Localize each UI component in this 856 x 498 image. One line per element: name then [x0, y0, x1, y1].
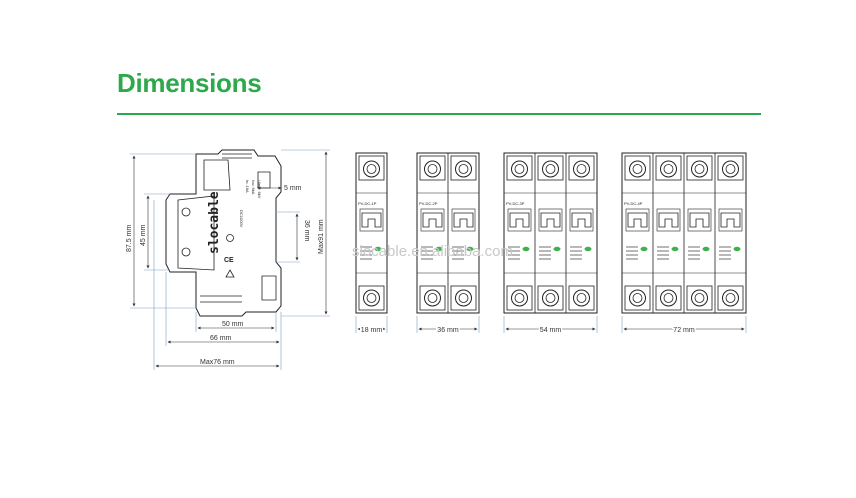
status-indicator: [640, 246, 648, 252]
status-indicator: [435, 246, 443, 252]
spec-line-4: Uimp: 6kV: [257, 180, 262, 199]
dim-width-3p: 54 mm: [540, 327, 562, 334]
cb-mark-icon: [226, 234, 234, 242]
dim-width-66: 66 mm: [210, 335, 232, 342]
terminal-screw-icon: [722, 289, 739, 307]
model-label: PV-DC-2P: [419, 201, 438, 206]
toggle-handle: [720, 212, 741, 228]
model-label: PV-DC-3P: [506, 201, 525, 206]
terminal-screw-icon: [629, 160, 646, 178]
terminal-screw-icon: [629, 289, 646, 307]
side-view: slocable DC1000V In: 16A Icu: 6kA Uimp: …: [126, 149, 330, 370]
dim-height-inner: 45 mm: [140, 224, 147, 246]
title-divider: [117, 113, 761, 115]
status-indicator: [374, 246, 382, 252]
warning-icon: [225, 269, 235, 278]
dim-width-1p: 18 mm: [361, 327, 383, 334]
toggle-handle: [453, 212, 474, 228]
toggle-handle: [627, 212, 648, 228]
status-indicator: [702, 246, 710, 252]
dim-right-top: 5 mm: [284, 185, 302, 192]
terminal-screw-icon: [424, 160, 441, 178]
model-label: PV-DC-4P: [624, 201, 643, 206]
terminal-screw-icon: [573, 160, 590, 178]
terminal-screw-icon: [722, 160, 739, 178]
dim-width-4p: 72 mm: [673, 327, 695, 334]
dim-width-2p: 36 mm: [437, 327, 459, 334]
terminal-screw-icon: [542, 289, 559, 307]
brand-text: slocable: [207, 191, 222, 254]
toggle-handle: [361, 212, 382, 228]
dim-width-max: Max76 mm: [200, 359, 235, 366]
terminal-screw-icon: [455, 160, 472, 178]
status-indicator: [584, 246, 592, 252]
terminal-screw-icon: [424, 289, 441, 307]
dim-height-total: 87.5 mm: [126, 225, 133, 252]
terminal-screw-icon: [542, 160, 559, 178]
toggle-handle: [571, 212, 592, 228]
page-title: Dimensions: [117, 68, 262, 98]
status-indicator: [466, 246, 474, 252]
toggle-handle: [540, 212, 561, 228]
dim-right-total: Max91 mm: [318, 219, 325, 254]
toggle-handle: [509, 212, 530, 228]
spec-line-1: DC1000V: [239, 210, 244, 228]
terminal-screw-icon: [511, 160, 528, 178]
terminal-screw-icon: [660, 160, 677, 178]
terminal-screw-icon: [660, 289, 677, 307]
front-view-1p: PV-DC-1P 18 mm: [355, 152, 388, 336]
dim-width-50: 50 mm: [222, 321, 244, 328]
terminal-screw-icon: [691, 289, 708, 307]
ce-mark-icon: CE: [224, 257, 234, 264]
terminal-screw-icon: [691, 160, 708, 178]
status-indicator: [733, 246, 741, 252]
terminal-screw-icon: [511, 289, 528, 307]
spec-line-3: Icu: 6kA: [251, 180, 256, 195]
front-view-2p: PV-DC-2P 36 mm: [416, 152, 480, 336]
status-indicator: [522, 246, 530, 252]
toggle-handle: [422, 212, 443, 228]
front-view-4p: PV-DC-4P 72 mm: [621, 152, 747, 336]
dim-right-middle: 36 mm: [303, 220, 310, 242]
watermark-text: slocable.en.alibaba.com: [352, 243, 513, 260]
terminal-screw-icon: [363, 160, 380, 178]
terminal-screw-icon: [455, 289, 472, 307]
status-indicator: [553, 246, 561, 252]
svg-text:CE: CE: [224, 257, 234, 264]
front-view-3p: PV-DC-3P 54 mm: [503, 152, 598, 336]
terminal-screw-icon: [573, 289, 590, 307]
toggle-handle: [689, 212, 710, 228]
spec-line-2: In: 16A: [245, 180, 250, 193]
status-indicator: [671, 246, 679, 252]
terminal-screw-icon: [363, 289, 380, 307]
model-label: PV-DC-1P: [358, 201, 377, 206]
toggle-handle: [658, 212, 679, 228]
